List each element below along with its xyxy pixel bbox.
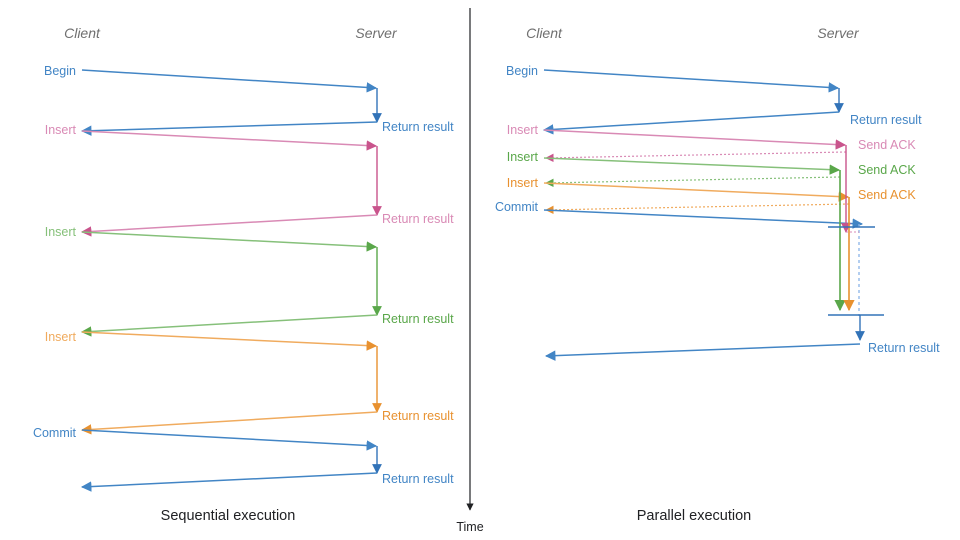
left-panel-caption: Sequential execution	[161, 508, 296, 524]
left-label-insert-orange: Insert	[45, 330, 77, 344]
left-msg-return-green: Return result	[80, 312, 454, 337]
left-label-return-blue-2: Return result	[382, 472, 454, 486]
left-label-return-pink: Return result	[382, 212, 454, 226]
right-arrow-insert-orange	[543, 182, 850, 202]
right-label-commit: Commit	[495, 200, 539, 214]
left-msg-return-orange: Return result	[80, 409, 454, 435]
right-arrow-ack-pink	[545, 151, 847, 163]
left-arrow-return-pink	[80, 214, 378, 237]
right-arrow-return-blue-1	[542, 111, 840, 135]
left-msg-insert-orange: Insert	[45, 330, 378, 351]
time-axis-label: Time	[456, 520, 483, 534]
right-arrow-begin	[543, 69, 840, 93]
right-msg-insert-orange: Insert	[507, 176, 850, 202]
left-arrow-insert-green	[81, 231, 378, 252]
right-msg-begin: Begin	[506, 64, 840, 93]
left-msg-insert-green: Insert	[45, 225, 378, 252]
left-client-lane-header: Client	[64, 25, 101, 41]
left-label-return-blue-1: Return result	[382, 120, 454, 134]
left-label-begin: Begin	[44, 64, 76, 78]
left-arrow-return-blue-2	[80, 472, 378, 492]
right-panel-parallel: Client Server Begin Return result Insert	[495, 25, 940, 524]
right-client-lane-header: Client	[526, 25, 563, 41]
right-arrow-ack-green	[545, 176, 841, 188]
right-label-return-blue-1: Return result	[850, 113, 922, 127]
left-msg-return-blue-1: Return result	[80, 120, 454, 136]
right-label-ack-orange: Send ACK	[858, 188, 916, 202]
right-arrow-ack-orange	[545, 203, 850, 215]
right-msg-ack-pink: Send ACK	[545, 138, 916, 163]
right-msg-ack-orange: Send ACK	[545, 188, 916, 215]
left-msg-return-pink: Return result	[80, 212, 454, 237]
left-server-lane-header: Server	[355, 25, 398, 41]
right-arrow-insert-green	[543, 157, 841, 175]
right-arrow-commit	[543, 209, 864, 229]
left-arrow-return-orange	[80, 411, 378, 435]
left-panel-sequential: Client Server Begin Return result Insert	[33, 25, 454, 524]
right-msg-return-blue-1: Return result	[542, 111, 922, 135]
left-label-insert-pink: Insert	[45, 123, 77, 137]
left-arrow-return-green	[80, 314, 378, 337]
right-label-begin: Begin	[506, 64, 538, 78]
left-msg-commit: Commit	[33, 426, 378, 451]
right-msg-return-blue-2: Return result	[544, 341, 940, 361]
time-axis: Time	[456, 8, 484, 534]
right-label-insert-pink: Insert	[507, 123, 539, 137]
left-arrow-return-blue-1	[80, 121, 378, 136]
right-msg-ack-green: Send ACK	[545, 163, 916, 188]
left-label-commit: Commit	[33, 426, 77, 440]
right-arrow-insert-pink	[543, 129, 847, 150]
right-label-ack-pink: Send ACK	[858, 138, 916, 152]
left-label-return-orange: Return result	[382, 409, 454, 423]
left-arrow-begin	[81, 69, 378, 93]
right-msg-insert-pink: Insert	[507, 123, 847, 150]
right-label-insert-green: Insert	[507, 150, 539, 164]
right-panel-caption: Parallel execution	[637, 508, 751, 524]
left-msg-insert-pink: Insert	[45, 123, 378, 151]
right-server-lane-header: Server	[817, 25, 860, 41]
left-msg-begin: Begin	[44, 64, 378, 93]
left-label-insert-green: Insert	[45, 225, 77, 239]
left-arrow-insert-pink	[81, 130, 378, 151]
right-msg-commit: Commit	[495, 200, 864, 229]
right-label-return-blue-2: Return result	[868, 341, 940, 355]
left-arrow-commit	[81, 429, 378, 451]
right-label-ack-green: Send ACK	[858, 163, 916, 177]
left-label-return-green: Return result	[382, 312, 454, 326]
right-label-insert-orange: Insert	[507, 176, 539, 190]
left-msg-return-blue-2: Return result	[80, 472, 454, 492]
left-arrow-insert-orange	[81, 331, 378, 351]
right-arrow-return-blue-2	[544, 343, 861, 361]
right-msg-insert-green: Insert	[507, 150, 841, 175]
